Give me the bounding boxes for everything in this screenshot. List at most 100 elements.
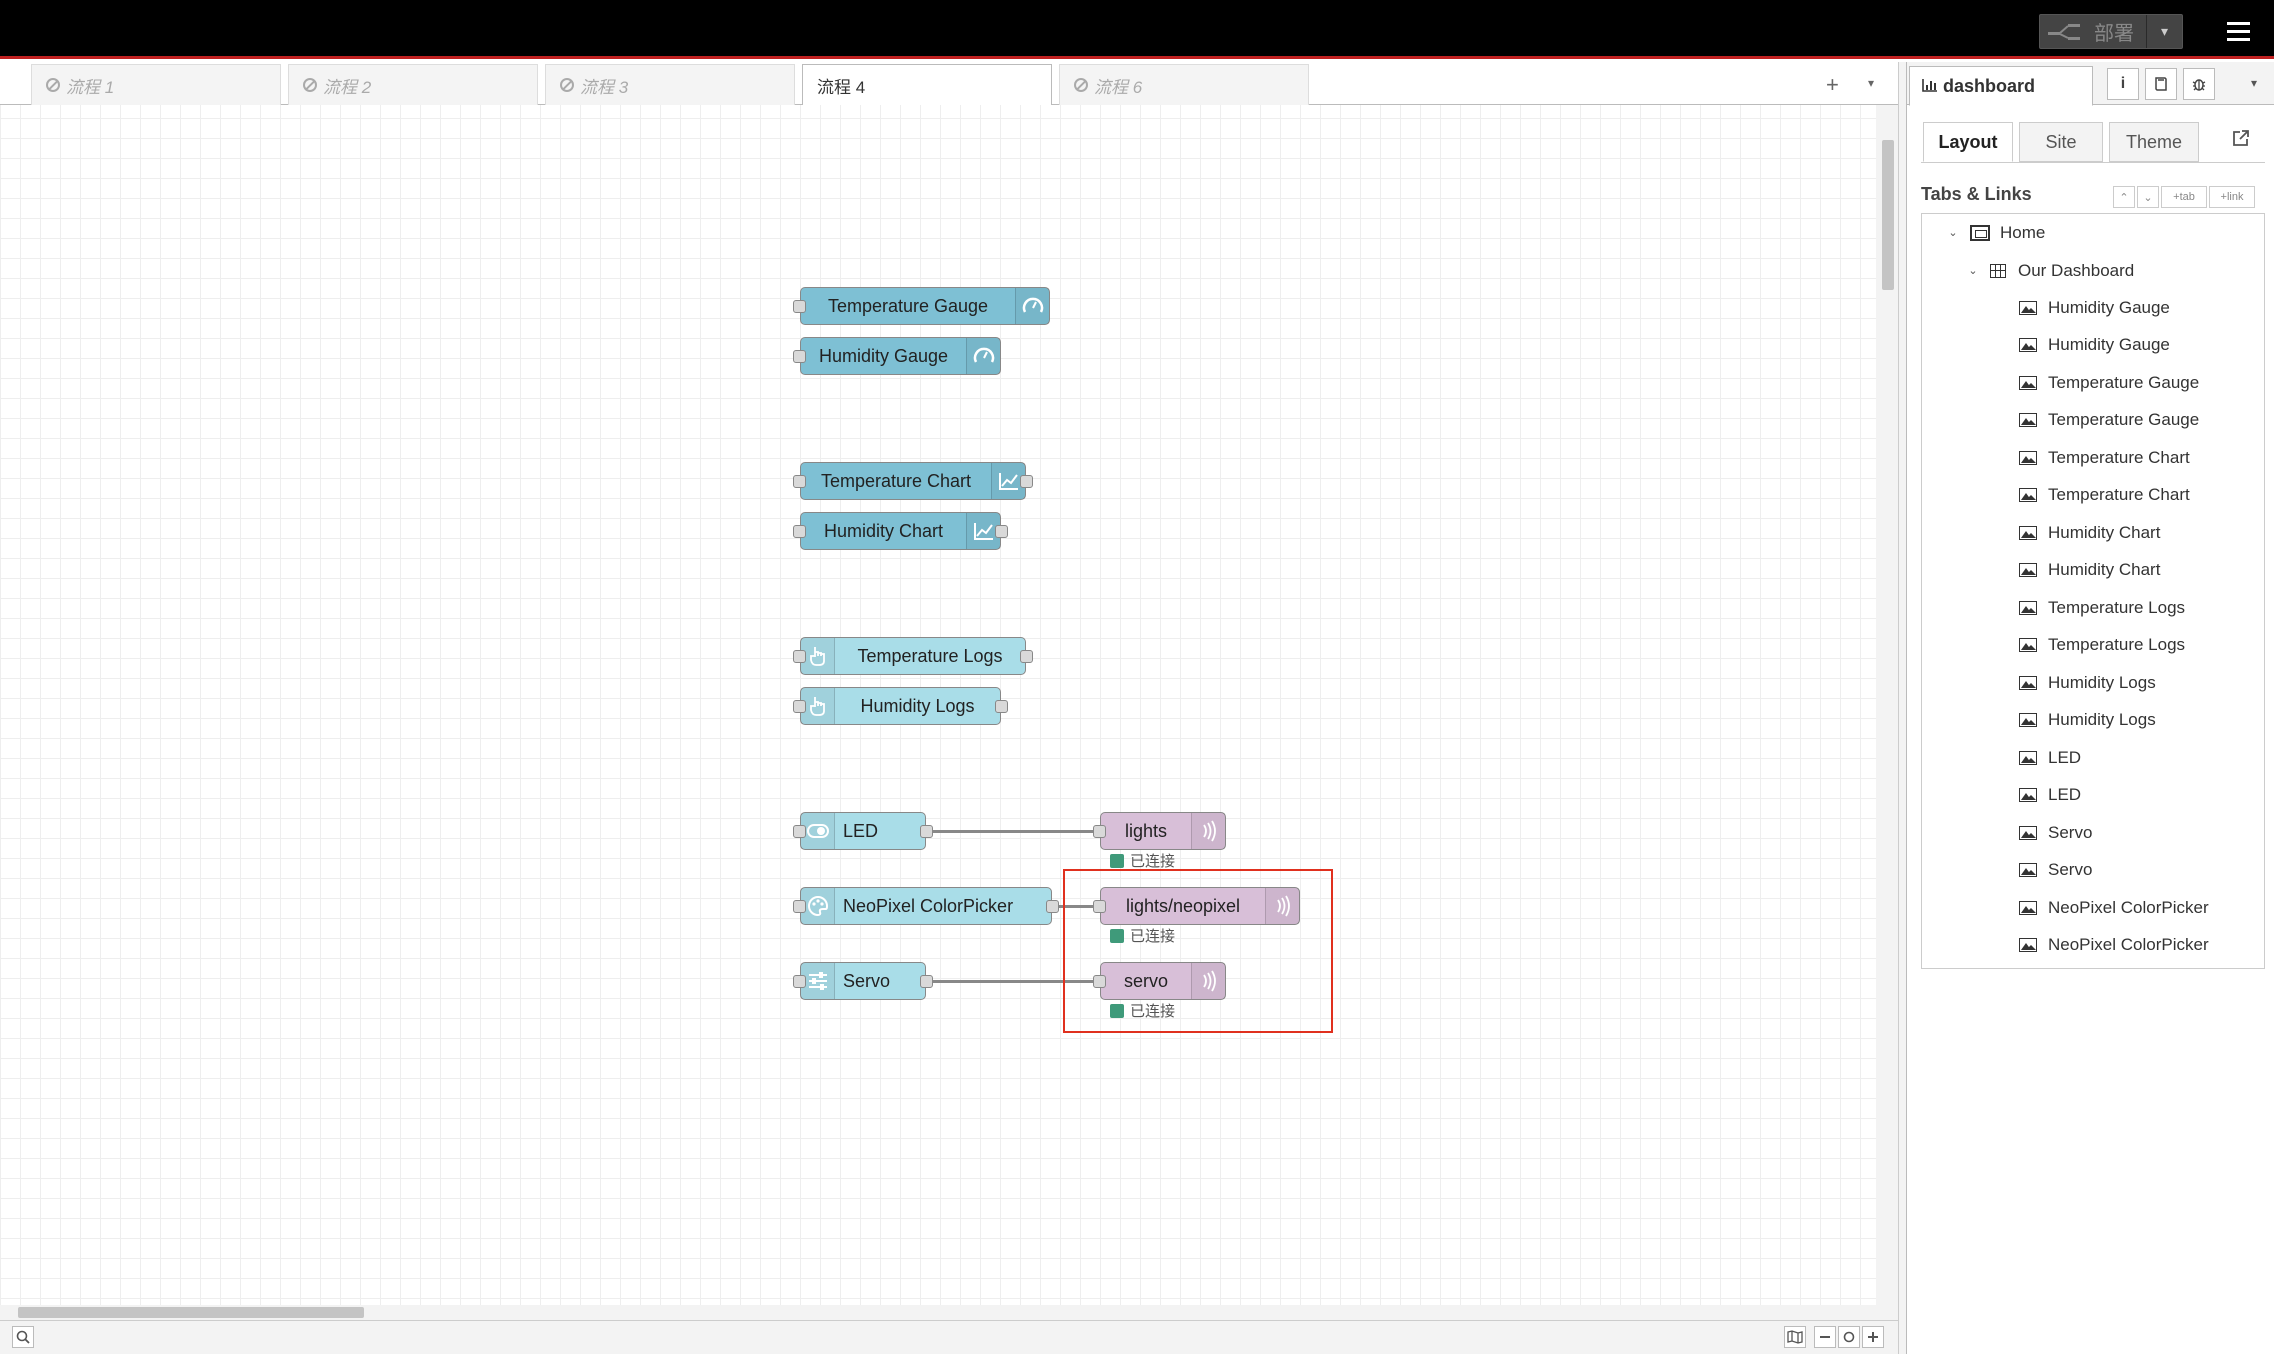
tab-flow-6[interactable]: 流程 6 bbox=[1059, 64, 1309, 105]
divider bbox=[1921, 162, 2265, 163]
subtab-site[interactable]: Site bbox=[2019, 122, 2103, 162]
add-link-button[interactable]: +link bbox=[2209, 186, 2255, 208]
input-port[interactable] bbox=[793, 525, 806, 538]
vertical-scrollbar-track[interactable] bbox=[1876, 105, 1898, 1305]
tree-widget-item[interactable]: Temperature Logs bbox=[1922, 589, 2264, 626]
tree-widget-item[interactable]: Temperature Gauge bbox=[1922, 402, 2264, 439]
expand-all-icon[interactable]: ⌄ bbox=[2137, 186, 2159, 208]
vertical-scrollbar-thumb[interactable] bbox=[1882, 140, 1894, 290]
sidebar-menu-caret-icon[interactable]: ▾ bbox=[2251, 76, 2258, 90]
tree-widget-item[interactable]: Humidity Gauge bbox=[1922, 289, 2264, 326]
flow-list-caret-icon[interactable]: ▾ bbox=[1868, 76, 1875, 90]
subtab-layout[interactable]: Layout bbox=[1923, 122, 2013, 162]
help-book-icon[interactable] bbox=[2145, 68, 2177, 100]
node-mqtt-lights[interactable]: lights bbox=[1093, 812, 1226, 850]
input-port[interactable] bbox=[1093, 900, 1106, 913]
image-icon bbox=[2018, 787, 2038, 803]
tab-flow-3[interactable]: 流程 3 bbox=[545, 64, 795, 105]
search-icon[interactable] bbox=[12, 1326, 34, 1348]
node-humidity-gauge[interactable]: Humidity Gauge bbox=[793, 337, 1001, 375]
zoom-out-icon[interactable] bbox=[1814, 1326, 1836, 1348]
image-icon bbox=[2018, 825, 2038, 841]
tree-widget-item[interactable]: Temperature Chart bbox=[1922, 439, 2264, 476]
output-port[interactable] bbox=[1020, 650, 1033, 663]
node-mqtt-lights-neopixel[interactable]: lights/neopixel bbox=[1093, 887, 1300, 925]
input-port[interactable] bbox=[1093, 825, 1106, 838]
main-menu-button[interactable] bbox=[2220, 14, 2256, 48]
input-port[interactable] bbox=[793, 300, 806, 313]
node-temperature-chart[interactable]: Temperature Chart bbox=[793, 462, 1033, 500]
tree-widget-item[interactable]: NeoPixel ColorPicker bbox=[1922, 889, 2264, 926]
output-port[interactable] bbox=[1046, 900, 1059, 913]
tree-widget-item[interactable]: Servo bbox=[1922, 852, 2264, 889]
wire-servo-servo[interactable] bbox=[926, 980, 1100, 983]
tree-widget-item[interactable]: Humidity Logs bbox=[1922, 702, 2264, 739]
deploy-menu-caret-icon[interactable]: ▾ bbox=[2146, 15, 2182, 48]
bar-chart-icon bbox=[1922, 76, 1938, 97]
navigator-map-icon[interactable] bbox=[1784, 1326, 1806, 1348]
tree-widget-item[interactable]: LED bbox=[1922, 777, 2264, 814]
input-port[interactable] bbox=[793, 700, 806, 713]
tree-widget-item[interactable]: Humidity Logs bbox=[1922, 664, 2264, 701]
node-mqtt-servo[interactable]: servo bbox=[1093, 962, 1226, 1000]
flow-canvas[interactable]: Temperature Gauge Humidity Gauge Tempera… bbox=[0, 105, 1898, 1305]
tabs-links-title: Tabs & Links bbox=[1921, 184, 2032, 204]
horizontal-scrollbar-track[interactable] bbox=[0, 1305, 1898, 1320]
input-port[interactable] bbox=[793, 650, 806, 663]
node-humidity-chart[interactable]: Humidity Chart bbox=[793, 512, 1008, 550]
tree-widget-item[interactable]: Temperature Chart bbox=[1922, 477, 2264, 514]
status-dot-icon bbox=[1110, 928, 1124, 943]
disabled-icon bbox=[303, 78, 317, 92]
tree-widget-item[interactable]: LED bbox=[1922, 739, 2264, 776]
node-humidity-logs[interactable]: Humidity Logs bbox=[793, 687, 1008, 725]
tree-widget-item[interactable]: NeoPixel ColorPicker bbox=[1922, 927, 2264, 964]
output-port[interactable] bbox=[920, 975, 933, 988]
wire-neopixel-lights-neopixel[interactable] bbox=[1052, 905, 1100, 908]
tree-widget-item[interactable]: Humidity Chart bbox=[1922, 552, 2264, 589]
tab-flow-2[interactable]: 流程 2 bbox=[288, 64, 538, 105]
chevron-down-icon[interactable]: ⌄ bbox=[1968, 265, 1978, 277]
node-temperature-gauge[interactable]: Temperature Gauge bbox=[793, 287, 1050, 325]
input-port[interactable] bbox=[793, 350, 806, 363]
chevron-down-icon[interactable]: ⌄ bbox=[1948, 227, 1958, 239]
input-port[interactable] bbox=[1093, 975, 1106, 988]
input-port[interactable] bbox=[793, 475, 806, 488]
collapse-all-icon[interactable]: ⌃ bbox=[2113, 186, 2135, 208]
output-port[interactable] bbox=[995, 525, 1008, 538]
deploy-button[interactable]: 部署 ▾ bbox=[2039, 14, 2183, 49]
tree-widget-item[interactable]: Humidity Gauge bbox=[1922, 327, 2264, 364]
tree-group-our-dashboard[interactable]: ⌄ Our Dashboard bbox=[1922, 252, 2264, 289]
header-bar: 部署 ▾ bbox=[0, 0, 2274, 59]
input-port[interactable] bbox=[793, 975, 806, 988]
horizontal-scrollbar-thumb[interactable] bbox=[18, 1307, 364, 1318]
tree-widget-item[interactable]: Servo bbox=[1922, 814, 2264, 851]
tab-flow-1[interactable]: 流程 1 bbox=[31, 64, 281, 105]
sidebar-resize-handle[interactable] bbox=[1898, 62, 1906, 1354]
tab-dashboard[interactable]: dashboard bbox=[1909, 66, 2093, 106]
tree-widget-item[interactable]: Humidity Chart bbox=[1922, 514, 2264, 551]
tree-widget-item[interactable]: Temperature Logs bbox=[1922, 627, 2264, 664]
node-temperature-logs[interactable]: Temperature Logs bbox=[793, 637, 1033, 675]
open-dashboard-external-icon[interactable] bbox=[2231, 128, 2251, 153]
output-port[interactable] bbox=[920, 825, 933, 838]
workspace-footer bbox=[0, 1320, 1898, 1354]
input-port[interactable] bbox=[793, 825, 806, 838]
tab-flow-4[interactable]: 流程 4 bbox=[802, 64, 1052, 106]
add-flow-icon[interactable]: + bbox=[1826, 72, 1839, 97]
output-port[interactable] bbox=[1020, 475, 1033, 488]
node-servo-slider[interactable]: Servo bbox=[793, 962, 933, 1000]
zoom-in-icon[interactable] bbox=[1862, 1326, 1884, 1348]
subtab-theme[interactable]: Theme bbox=[2109, 122, 2199, 162]
output-port[interactable] bbox=[995, 700, 1008, 713]
tree-tab-home[interactable]: ⌄ Home bbox=[1922, 214, 2264, 251]
info-tab-icon[interactable]: i bbox=[2107, 68, 2139, 100]
node-led-switch[interactable]: LED bbox=[793, 812, 933, 850]
debug-bug-icon[interactable] bbox=[2183, 68, 2215, 100]
add-tab-button[interactable]: +tab bbox=[2161, 186, 2207, 208]
node-neopixel-colorpicker[interactable]: NeoPixel ColorPicker bbox=[793, 887, 1059, 925]
tree-widget-item[interactable]: Temperature Gauge bbox=[1922, 364, 2264, 401]
input-port[interactable] bbox=[793, 900, 806, 913]
tree-widget-label: LED bbox=[2048, 747, 2082, 767]
wire-led-lights[interactable] bbox=[926, 830, 1100, 833]
zoom-reset-icon[interactable] bbox=[1838, 1326, 1860, 1348]
